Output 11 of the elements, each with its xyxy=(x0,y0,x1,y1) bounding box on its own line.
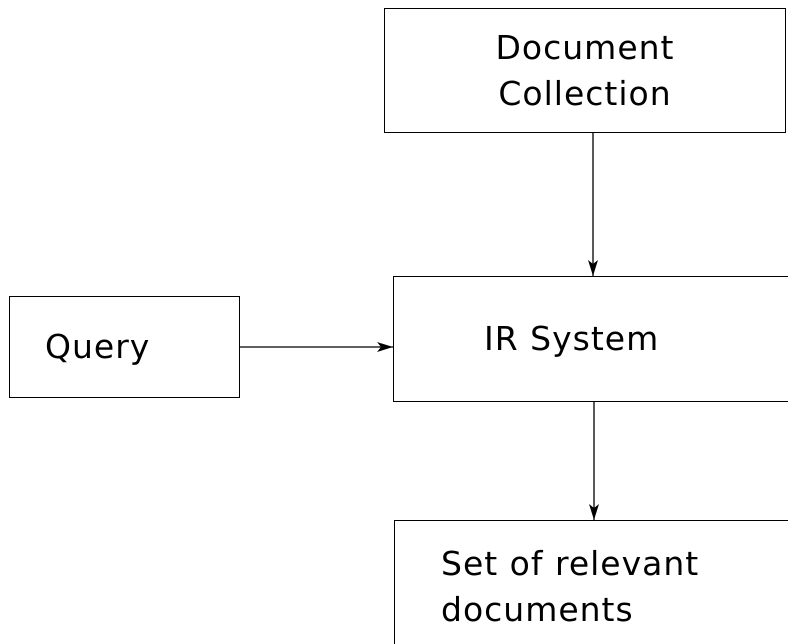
box-label: Set of relevant documents xyxy=(441,543,700,631)
process-box xyxy=(393,276,788,402)
process-box xyxy=(9,296,240,398)
process-box xyxy=(394,520,788,644)
box-label: Document Collection xyxy=(494,26,676,114)
process-box xyxy=(384,8,786,133)
arrow xyxy=(588,133,598,276)
arrow xyxy=(240,342,393,352)
box-label: Query xyxy=(45,326,150,368)
arrow xyxy=(589,402,599,520)
box-label: IR System xyxy=(484,318,660,360)
